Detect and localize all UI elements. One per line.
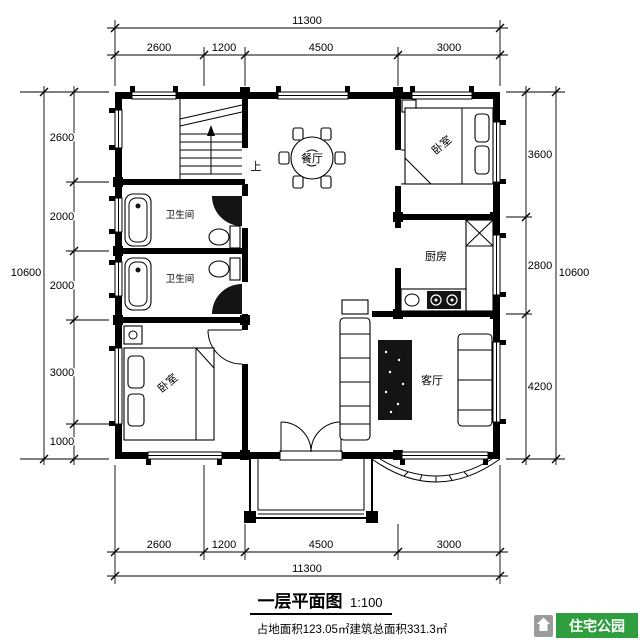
- interior-walls: [117, 92, 500, 452]
- sofa-icon-left: [339, 299, 371, 441]
- dim-left-seg-5: 1000: [50, 436, 74, 448]
- dimension-extension-lines: [20, 20, 565, 584]
- room-label-bathroom-lower: 卫生间: [166, 273, 195, 285]
- dim-left-seg-1: 2600: [50, 132, 74, 144]
- dim-top-seg-3: 4500: [309, 42, 333, 54]
- dim-bottom-seg-2: 1200: [212, 539, 236, 551]
- dim-right-seg-2: 2800: [528, 260, 552, 272]
- plan-title: 一层平面图: [258, 592, 343, 611]
- dim-left-seg-3: 2000: [50, 280, 74, 292]
- window-icons: [109, 86, 506, 465]
- dim-bottom-seg-1: 2600: [147, 539, 171, 551]
- structural-columns: [113, 87, 500, 460]
- bathtub-icon-lower: [124, 257, 152, 311]
- watermark-green-box: [556, 613, 638, 638]
- entry-double-door-icon: [280, 421, 342, 453]
- title-block: 一层平面图 1:100 占地面积123.05㎡建筑总面积331.3㎡: [250, 592, 448, 636]
- dim-top-seg-1: 2600: [147, 42, 171, 54]
- dim-left-total: 10600: [11, 267, 42, 279]
- dim-right-seg-1: 3600: [528, 149, 552, 161]
- room-label-kitchen: 厨房: [425, 250, 447, 263]
- stairs-icon: [179, 99, 243, 179]
- dim-bottom-total: 11300: [292, 563, 322, 575]
- tv-wall-icon: [378, 340, 412, 420]
- room-label-dining: 餐厅: [301, 151, 323, 165]
- dimension-lines: [39, 23, 561, 581]
- dim-left-seg-4: 3000: [50, 367, 74, 379]
- plan-subtitle: 占地面积123.05㎡建筑总面积331.3㎡: [257, 622, 448, 636]
- dim-left-seg-2: 2000: [50, 211, 74, 223]
- bed-icon-bottom-left: [123, 325, 215, 441]
- dim-bottom-seg-3: 4500: [309, 539, 333, 551]
- plan-scale: 1:100: [350, 595, 383, 610]
- room-label-living: 客厅: [421, 373, 443, 387]
- dim-right-seg-3: 4200: [528, 381, 552, 393]
- watermark-badge: 住宅公园: [534, 613, 638, 638]
- bay-window-icon: [371, 458, 501, 483]
- bed-icon-top-right: [401, 99, 494, 185]
- stairs-up-label: 上: [251, 160, 262, 173]
- dim-top-seg-4: 3000: [437, 42, 461, 54]
- dim-top-total: 11300: [292, 15, 322, 27]
- dim-right-total: 10600: [559, 267, 590, 279]
- toilet-icon-lower: [208, 257, 241, 281]
- toilet-icon-upper: [208, 225, 241, 249]
- bathtub-icon-upper: [124, 193, 152, 247]
- room-label-bathroom-upper: 卫生间: [166, 209, 195, 221]
- sofa-icon-right: [457, 333, 493, 427]
- dim-bottom-seg-4: 3000: [437, 539, 461, 551]
- dimension-texts: 11300 2600 1200 4500 3000 10600 2600 200…: [9, 14, 591, 577]
- entry-porch: [244, 450, 378, 523]
- dim-top-seg-2: 1200: [212, 42, 236, 54]
- dining-table-icon: [278, 127, 346, 189]
- kitchen-counter-icon: [400, 219, 494, 312]
- watermark-text: 住宅公园: [569, 618, 625, 634]
